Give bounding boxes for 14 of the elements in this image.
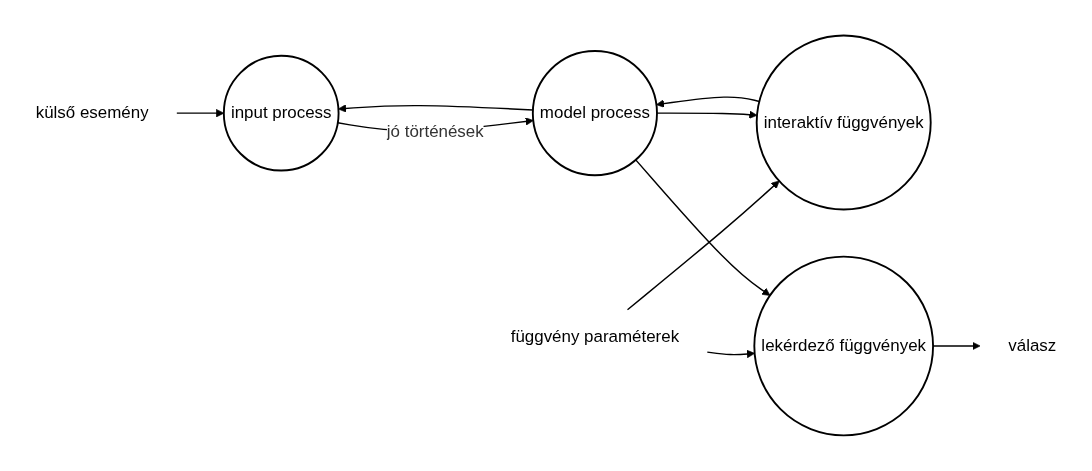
arrow — [706, 349, 755, 359]
node-circle: lekérdező függvények — [753, 255, 934, 437]
arrow — [656, 96, 760, 108]
arrow — [635, 159, 771, 296]
node-circle: interaktív függvények — [755, 34, 932, 211]
node-text: függvény paraméterek — [510, 326, 680, 346]
edge-label: jó történések — [386, 122, 484, 142]
node-text: válasz — [1008, 336, 1057, 355]
arrow — [656, 110, 758, 119]
node-circle: input process — [222, 54, 340, 172]
node-circle: model process — [531, 50, 658, 177]
node-text: külső esemény — [35, 103, 149, 123]
arrow — [626, 180, 780, 311]
arrow — [338, 104, 534, 113]
